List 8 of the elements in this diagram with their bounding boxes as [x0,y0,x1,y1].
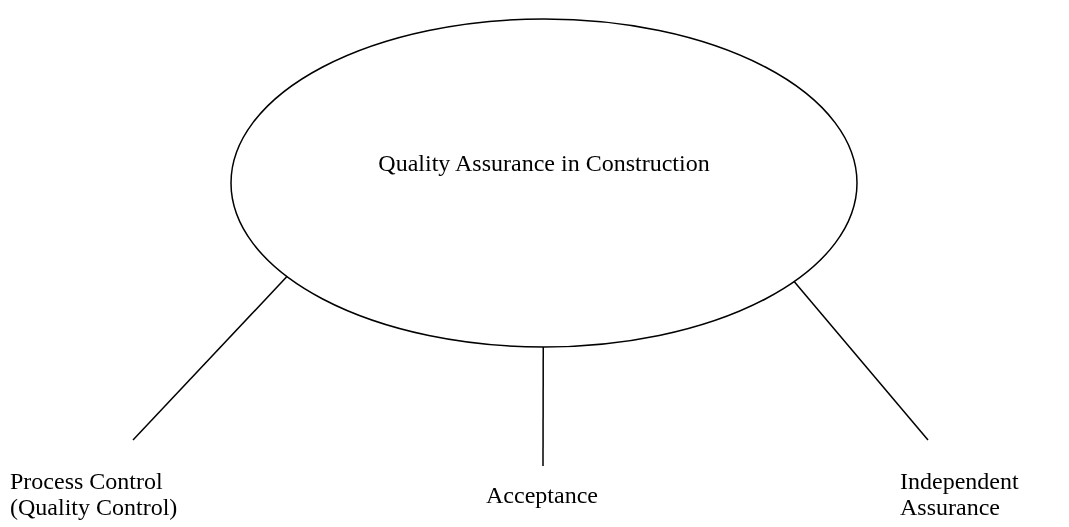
branch-label: Acceptance [485,482,599,508]
connector-line [793,280,929,441]
topic-ellipse [230,18,858,348]
connector-line [542,346,544,467]
branch-label: Process Control (Quality Control) [10,468,179,520]
topic-title: Quality Assurance in Construction [378,150,710,176]
branch-label: Independent Assurance [900,468,1020,520]
connector-line [132,275,288,441]
